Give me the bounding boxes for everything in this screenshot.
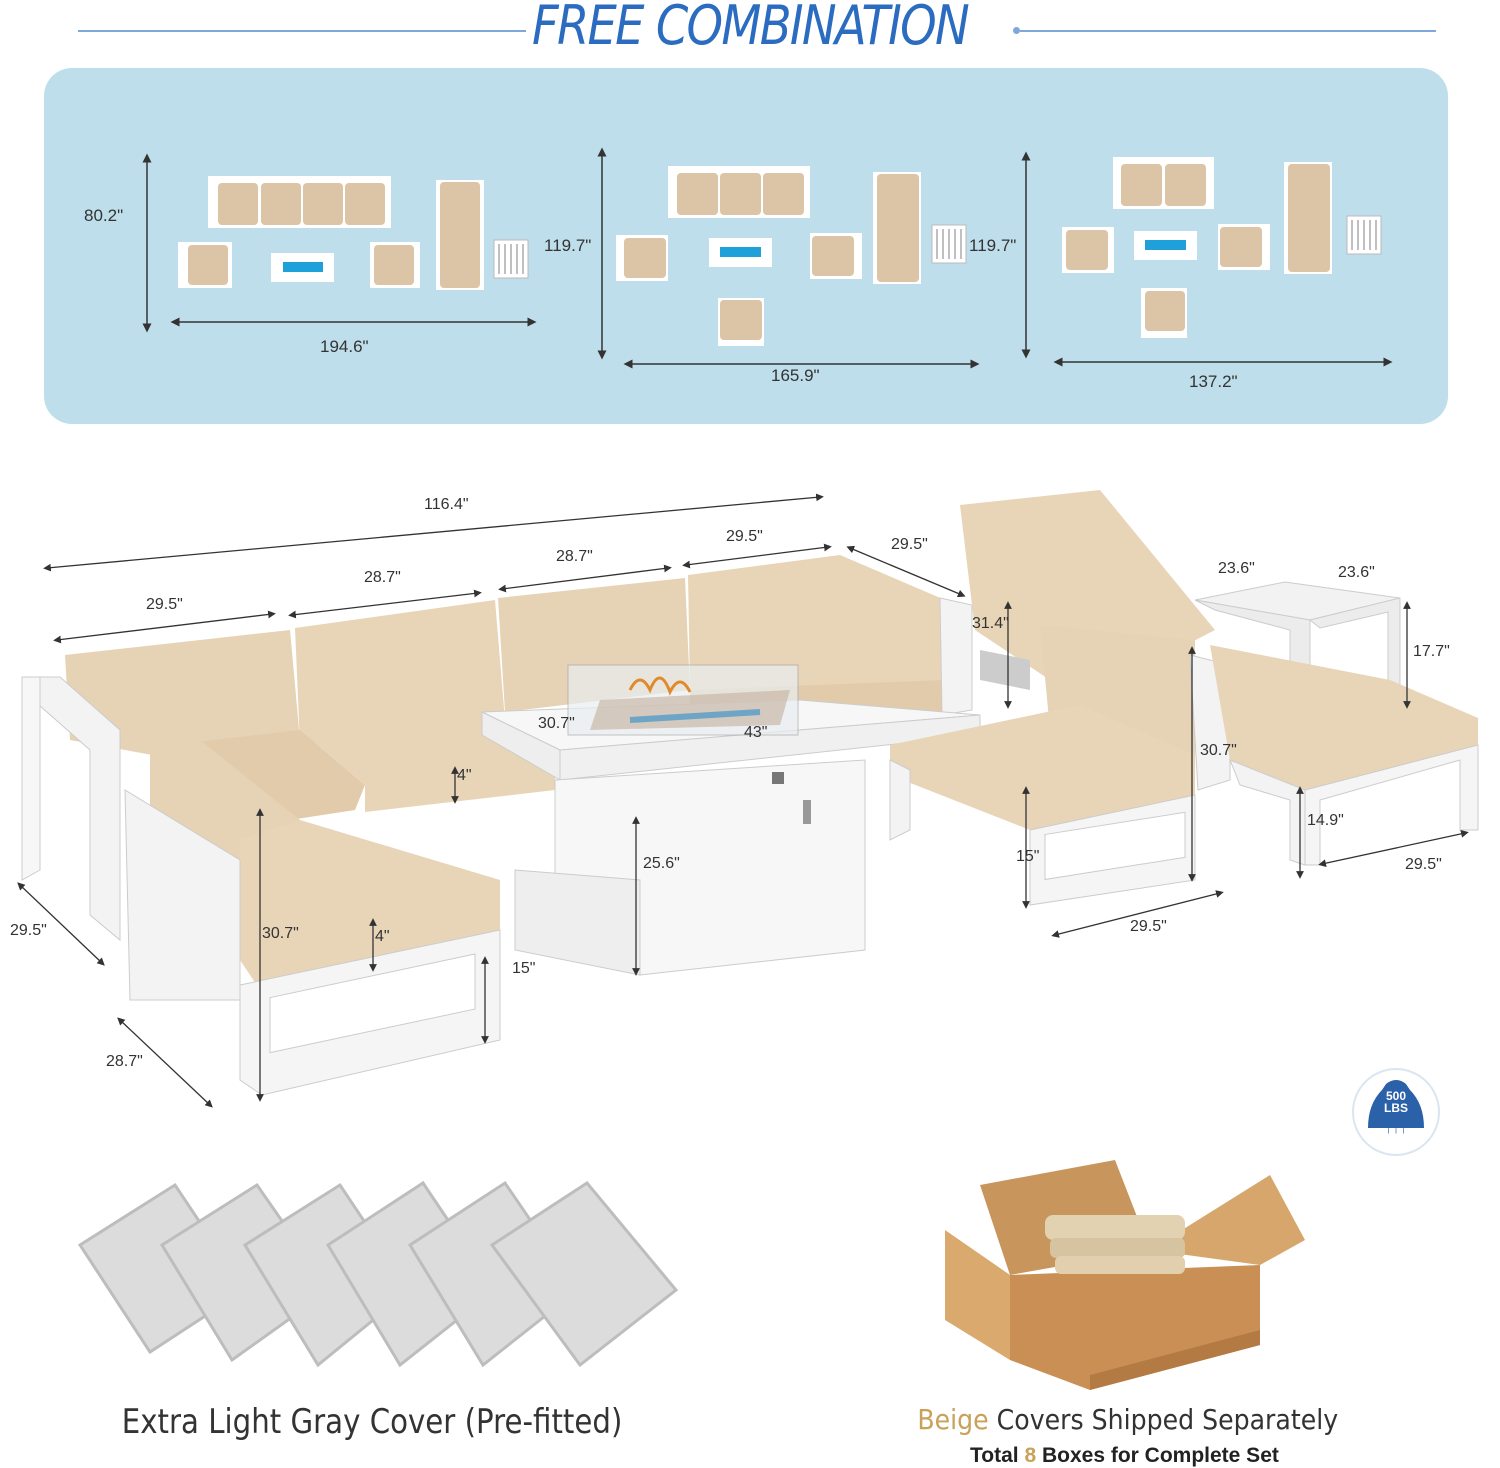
dim-lounger-height: 31.4" bbox=[972, 615, 1009, 632]
weight-capacity-badge: 500 LBS ↑↑↑ bbox=[1352, 1068, 1440, 1156]
layout-1-diagram bbox=[142, 153, 537, 333]
title-dot bbox=[1013, 27, 1020, 34]
dimension-lines bbox=[17, 493, 1469, 1108]
dim-seat-height-left: 15" bbox=[512, 960, 536, 977]
dim-back-height-left: 30.7" bbox=[262, 925, 299, 942]
badge-weight-value: 500 bbox=[1385, 1089, 1407, 1103]
dim-total-length: 116.4" bbox=[424, 496, 469, 513]
dim-side-table-h: 17.7" bbox=[1413, 643, 1450, 660]
dim-table-depth: 30.7" bbox=[538, 715, 575, 732]
dim-table-width: 43" bbox=[744, 724, 768, 741]
page-title: FREE COMBINATION bbox=[531, 0, 970, 57]
layout-3-width: 137.2" bbox=[1189, 372, 1238, 391]
weight-icon bbox=[1368, 1080, 1424, 1128]
title-rule-right bbox=[1020, 30, 1436, 32]
layout-2-width: 165.9" bbox=[771, 366, 820, 385]
layout-1-height: 80.2" bbox=[84, 206, 124, 225]
dim-chair-width: 29.5" bbox=[1130, 918, 1167, 935]
beige-cover-caption: Beige Covers Shipped Separately bbox=[755, 1403, 1500, 1436]
dim-ottoman-height: 14.9" bbox=[1307, 812, 1344, 829]
dim-side-table-w1: 23.6" bbox=[1218, 560, 1255, 577]
dim-seg-5: 29.5" bbox=[891, 536, 928, 553]
dim-chair-back-height: 30.7" bbox=[1200, 742, 1237, 759]
dim-left-depth: 29.5" bbox=[10, 922, 47, 939]
gray-cover-caption: Extra Light Gray Cover (Pre-fitted) bbox=[0, 1402, 745, 1442]
ottoman bbox=[1210, 645, 1479, 866]
dim-seg-3: 28.7" bbox=[556, 548, 593, 565]
sectional-sofa bbox=[21, 555, 973, 1096]
dim-seg-1: 29.5" bbox=[146, 596, 183, 613]
dim-left-width: 28.7" bbox=[106, 1053, 143, 1070]
layout-2-height: 119.7" bbox=[544, 236, 592, 255]
badge-arrows: ↑↑↑ bbox=[1384, 1120, 1408, 1137]
dim-table-height: 25.6" bbox=[643, 855, 680, 872]
layout-3-height: 119.7" bbox=[969, 236, 1017, 255]
boxes-caption-end: Boxes for Complete Set bbox=[1036, 1444, 1279, 1467]
dim-side-table-w2: 23.6" bbox=[1338, 564, 1375, 581]
boxes-caption-start: Total bbox=[970, 1444, 1025, 1467]
dim-seat-cushion-mid: 4" bbox=[457, 767, 472, 784]
boxes-caption: Total 8 Boxes for Complete Set bbox=[970, 1444, 1279, 1468]
header: FREE COMBINATION bbox=[0, 0, 1500, 60]
layout-1-width: 194.6" bbox=[320, 337, 369, 356]
dim-chair-seat-height: 15" bbox=[1016, 848, 1040, 865]
layout-3-diagram bbox=[1021, 151, 1393, 367]
dim-ottoman-width: 29.5" bbox=[1405, 856, 1442, 873]
dim-seat-cushion-left: 4" bbox=[375, 928, 390, 945]
title-rule-left bbox=[78, 30, 526, 32]
dim-seg-2: 28.7" bbox=[364, 569, 401, 586]
shipping-box bbox=[945, 1160, 1305, 1390]
boxes-count: 8 bbox=[1024, 1444, 1037, 1467]
dim-seg-4: 29.5" bbox=[726, 528, 763, 545]
beige-word: Beige bbox=[917, 1403, 989, 1436]
badge-weight-unit: LBS bbox=[1384, 1101, 1408, 1115]
beige-caption-rest: Covers Shipped Separately bbox=[988, 1403, 1338, 1436]
gray-cover-caption-text: Extra Light Gray Cover (Pre-fitted) bbox=[122, 1402, 623, 1442]
side-table bbox=[1194, 581, 1401, 693]
chaise-lounger bbox=[889, 490, 1231, 906]
layout-2-diagram bbox=[597, 147, 980, 369]
gray-covers bbox=[77, 1180, 679, 1368]
